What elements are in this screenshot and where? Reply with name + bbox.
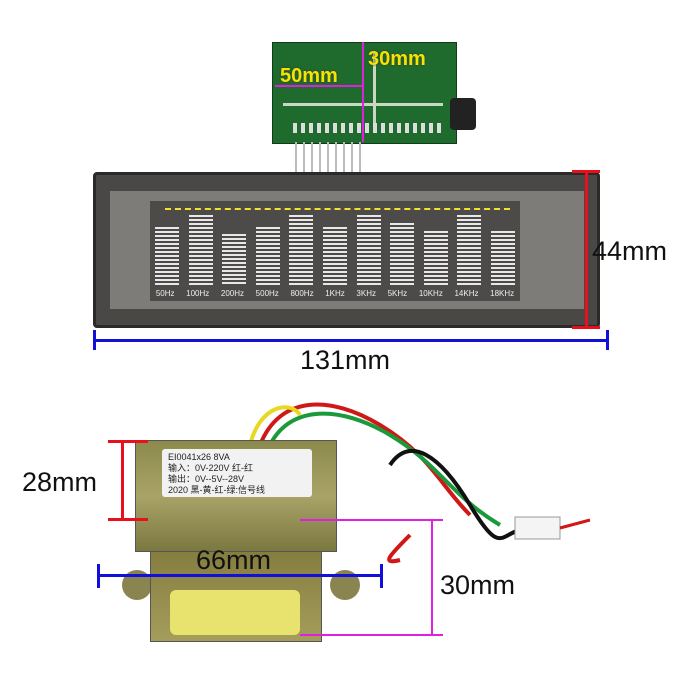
transformer-height-line (121, 440, 124, 520)
dim-cap (572, 326, 600, 329)
dim-cap (606, 330, 609, 350)
spectrum-bar (356, 215, 381, 285)
dim-cap (93, 330, 96, 350)
wires (248, 402, 591, 564)
spectrum-display: 50Hz 100Hz 200Hz 500Hz 800Hz 1KHz 3KHz 5KHz 10KH… (150, 201, 520, 301)
frequency-label: 14KHz (454, 289, 479, 298)
dim-cap (97, 564, 100, 588)
pin (319, 142, 321, 176)
control-pcb (272, 42, 457, 144)
transformer-body: EI0041x26 8VA 输入：0V-220V 红-红 输出：0V--5V--… (135, 440, 337, 552)
nameplate: EI0041x26 8VA 输入：0V-220V 红-红 输出：0V--5V--… (162, 449, 312, 497)
capacitor (450, 98, 476, 130)
nameplate-line: 输出：0V--5V--28V (168, 474, 245, 484)
spectrum-bar (222, 234, 247, 285)
spectrum-bar (188, 215, 213, 285)
pin (303, 142, 305, 176)
pin (351, 142, 353, 176)
peak-dash-line (165, 208, 510, 210)
pcb-height-label: 30mm (368, 48, 426, 70)
vfd-height-label: 44mm (592, 236, 668, 266)
frequency-label: 200Hz (220, 289, 245, 298)
dim-cap (108, 518, 148, 521)
spectrum-bar (423, 230, 448, 285)
pin (359, 142, 361, 176)
pin (295, 142, 297, 176)
frequency-label: 18KHz (490, 289, 515, 298)
nameplate-line: 输入：0V-220V 红-红 (168, 463, 254, 473)
spectrum-bar (490, 230, 515, 285)
frequency-label: 100Hz (186, 289, 210, 298)
pcb-width-line (275, 85, 363, 87)
pin (311, 142, 313, 176)
spectrum-bar (322, 226, 347, 285)
vfd-width-label: 131mm (300, 345, 391, 375)
vfd-width-line (93, 339, 609, 342)
transformer-height-label: 28mm (22, 467, 98, 497)
dim-cap (572, 170, 600, 173)
pin (343, 142, 345, 176)
spectrum-bar (255, 226, 280, 285)
transformer-coil (170, 590, 300, 635)
transformer-depth-line (431, 519, 433, 636)
frequency-label: 1KHz (325, 289, 345, 298)
pcb-height-line (362, 42, 364, 142)
spectrum-bar (390, 222, 415, 285)
dim-cap (380, 564, 383, 588)
spectrum-bar (155, 226, 179, 285)
dim-cap (300, 634, 443, 636)
frequency-label: 10KHz (418, 289, 443, 298)
transformer-width-label: 66mm (196, 545, 272, 575)
pcb-width-label: 50mm (280, 65, 338, 87)
frequency-label: 5KHz (387, 289, 408, 298)
vfd-display: 50Hz 100Hz 200Hz 500Hz 800Hz 1KHz 3KHz 5KHz 10KH… (93, 172, 600, 328)
nameplate-line: EI0041x26 8VA (168, 452, 230, 462)
frequency-label: 500Hz (255, 289, 279, 298)
vfd-height-line (585, 170, 588, 328)
pin (327, 142, 329, 176)
frequency-label: 800Hz (290, 289, 314, 298)
dim-cap (108, 440, 148, 443)
frequency-label: 3KHz (356, 289, 376, 298)
transformer-depth-label: 30mm (440, 570, 516, 600)
dim-cap (300, 519, 443, 521)
spectrum-bar (457, 215, 482, 285)
nameplate-line: 2020 黑-黄-红-绿:信号线 (168, 485, 266, 495)
transformer-width-line (97, 574, 383, 577)
frequency-label: 50Hz (155, 289, 175, 298)
pin (335, 142, 337, 176)
spectrum-bar (289, 215, 314, 285)
